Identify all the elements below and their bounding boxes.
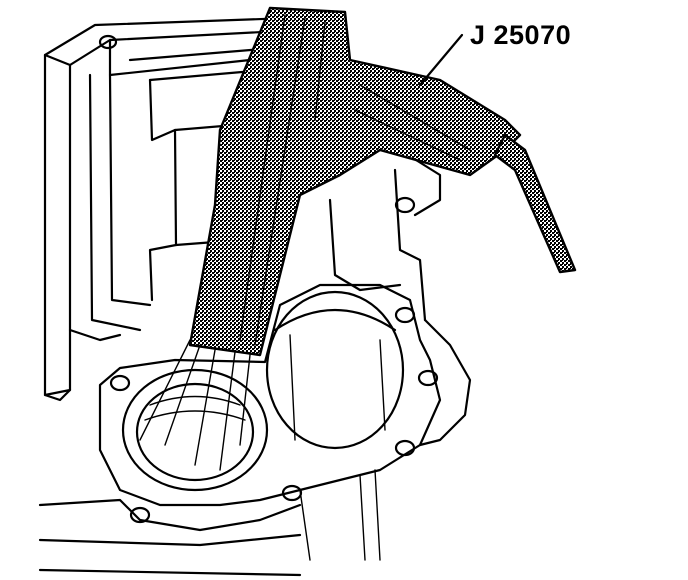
bolt-hole — [109, 374, 131, 392]
bolt-hole — [129, 506, 151, 524]
bolt-hole — [394, 306, 416, 324]
case-body — [38, 16, 472, 577]
bolt-hole — [417, 369, 439, 387]
callout-leader-line — [418, 33, 464, 87]
bolt-hole — [394, 439, 416, 457]
special-tool — [139, 6, 577, 471]
tool-callout-label: J 25070 — [470, 20, 572, 50]
bolt-hole — [281, 484, 303, 502]
bolt-hole — [394, 196, 416, 214]
bolt-hole — [98, 34, 118, 50]
